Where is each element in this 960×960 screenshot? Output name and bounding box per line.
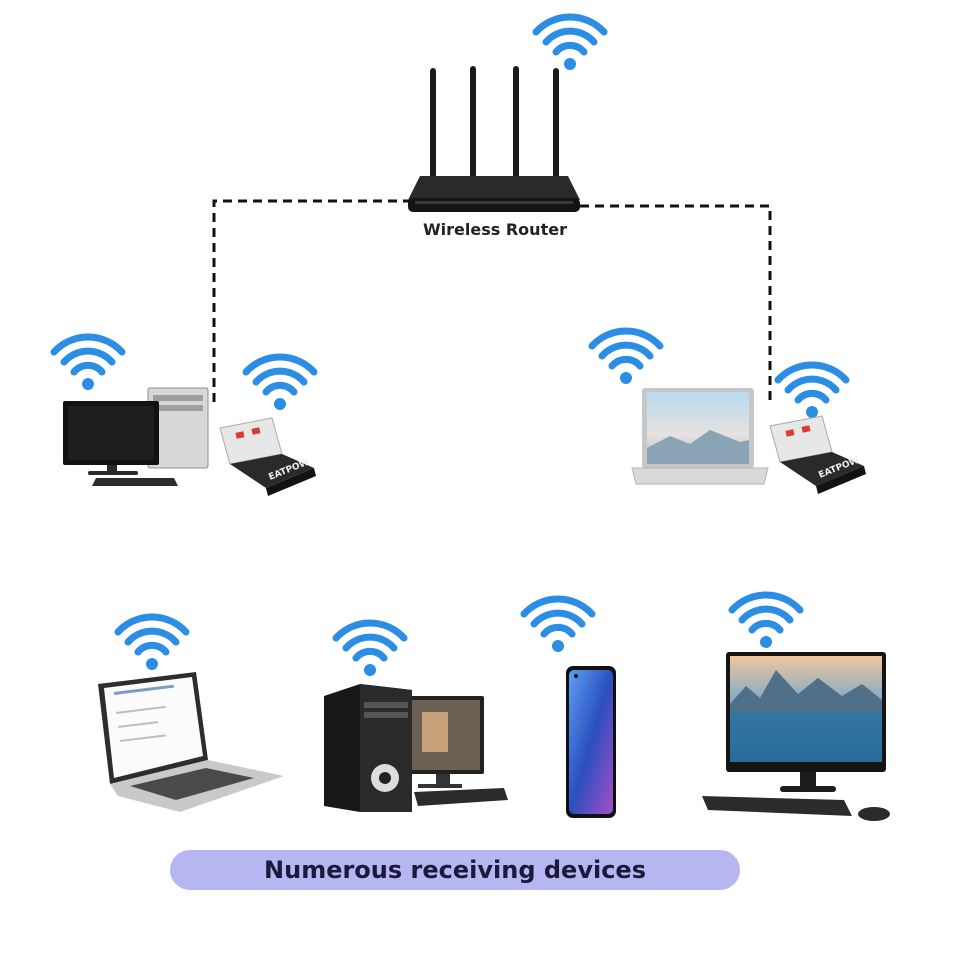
- all-in-one-pc-icon: [702, 652, 890, 821]
- desktop-pc-icon: [324, 684, 508, 812]
- wifi-icon: [536, 17, 604, 70]
- wifi-icon: [592, 331, 660, 384]
- wifi-icon: [336, 623, 404, 676]
- wifi-icon: [54, 337, 122, 390]
- footer-text: Numerous receiving devices: [264, 856, 646, 884]
- usb-adapter-icon: EATPOW: [769, 415, 866, 494]
- footer-banner: Numerous receiving devices: [170, 850, 740, 890]
- laptop-icon: [98, 672, 284, 812]
- wifi-icon: [732, 595, 800, 648]
- wifi-icon: [524, 599, 592, 652]
- smartphone-icon: [566, 666, 616, 818]
- wifi-icon: [118, 617, 186, 670]
- desktop-pc-icon: [63, 387, 209, 486]
- laptop-icon: [631, 388, 769, 485]
- link-left: [212, 199, 412, 405]
- connection-lines: [212, 199, 772, 405]
- usb-adapter-icon: EATPOW: [219, 417, 316, 496]
- router-label: Wireless Router: [423, 220, 567, 239]
- router-icon: [408, 66, 580, 212]
- wifi-icon: [778, 365, 846, 418]
- wifi-icon: [246, 357, 314, 410]
- link-right: [580, 204, 772, 405]
